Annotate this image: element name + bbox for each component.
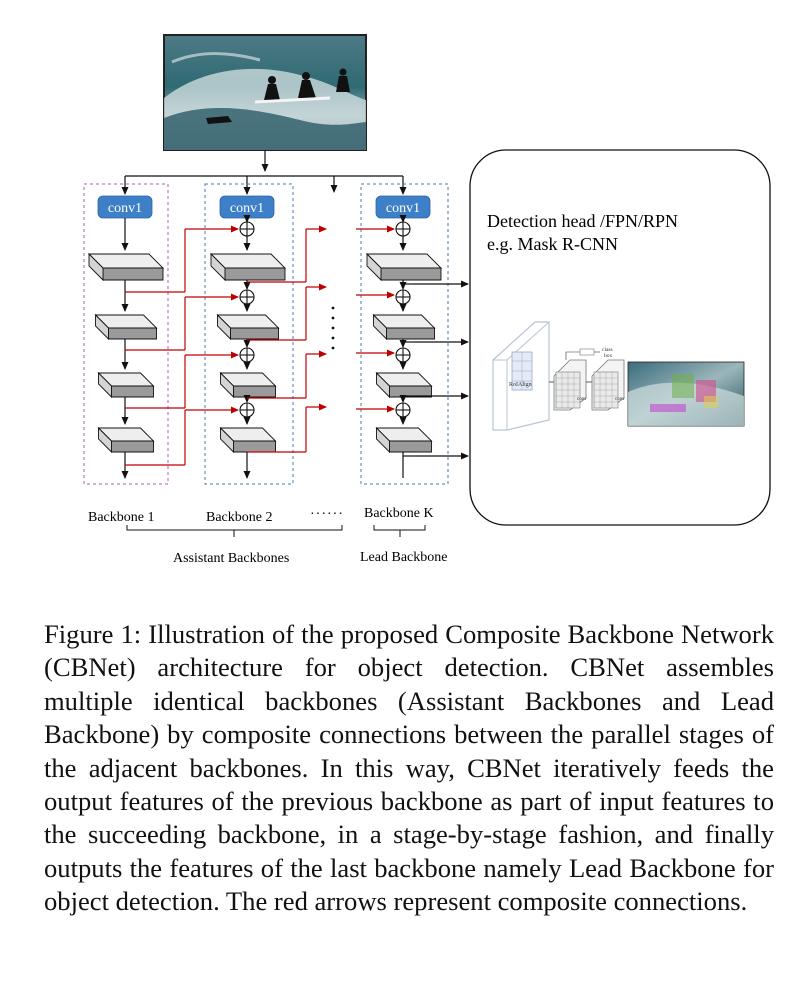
assistant-backbones-bracket — [126, 525, 343, 537]
lead-backbone-label: Lead Backbone — [360, 550, 447, 565]
backbone-1-stage-1 — [87, 252, 165, 282]
backbone-2-sum-3 — [239, 347, 255, 363]
backbone-1-conv1: conv1 — [97, 195, 153, 219]
composite-connection-1-4 — [125, 406, 239, 466]
head-line-1: Detection head /FPN/RPN — [487, 211, 678, 231]
backbone-2-stage-2 — [216, 313, 280, 341]
backbone-1-stage-3 — [97, 371, 155, 399]
backbone-k-sum-3 — [395, 347, 411, 363]
backbone-2-stage-4 — [219, 426, 277, 454]
composite-connection-1-3 — [125, 351, 239, 409]
backbone-k-frame — [360, 183, 449, 485]
backbone-k-conv1: conv1 — [375, 195, 431, 219]
composite-connection-2-2 — [247, 283, 327, 341]
middle-ellipsis-dots — [331, 306, 335, 350]
conv-small-label-2: conv — [615, 397, 625, 402]
backbone-k-stage-1 — [365, 252, 443, 282]
backbone-2-frame — [204, 183, 294, 485]
backbone-2-sum-2 — [239, 289, 255, 305]
backbone-k-stage-3 — [375, 371, 433, 399]
backbone-1-frame — [83, 183, 169, 485]
caption-text: Illustration of the proposed Composite B… — [44, 619, 774, 917]
backbone-2-sum-1 — [239, 221, 255, 237]
roialign-label: RoIAlign — [509, 382, 532, 388]
assistant-backbones-label: Assistant Backbones — [173, 551, 289, 566]
backbone-1-label: Backbone 1 — [88, 510, 154, 525]
detection-head-box — [469, 149, 771, 526]
head-line-2: e.g. Mask R-CNN — [487, 234, 618, 254]
backbone-columns: conv1 conv1 conv1 — [87, 195, 469, 479]
composite-connection-2-1 — [247, 225, 327, 283]
figure-caption: Figure 1: Illustration of the proposed C… — [44, 618, 774, 919]
backbone-2-conv1: conv1 — [219, 195, 275, 219]
conv1-label: conv1 — [386, 201, 420, 216]
composite-connection-2-3 — [247, 350, 327, 399]
class-label: class — [602, 347, 613, 353]
backbone-1-stage-4 — [97, 426, 155, 454]
backbone-k-label: Backbone K — [364, 506, 434, 521]
conv-small-label-1: conv — [577, 397, 587, 402]
backbone-k-sum-1 — [395, 221, 411, 237]
input-distribution-lines — [121, 150, 407, 195]
input-image — [163, 34, 367, 151]
composite-connections — [125, 225, 395, 466]
composite-connection-2-4 — [247, 403, 327, 453]
caption-label: Figure 1: — [44, 619, 142, 649]
backbone-2-label: Backbone 2 — [206, 510, 272, 525]
conv1-label: conv1 — [108, 201, 142, 216]
mask-rcnn-thumbnail: RoIAlign conv conv — [492, 321, 745, 431]
backbone-k-stage-2 — [372, 313, 436, 341]
backbone-k-sum-2 — [395, 289, 411, 305]
backbone-k-stage-4 — [375, 426, 433, 454]
backbone-1-stage-2 — [94, 313, 158, 341]
backbone-k-sum-4 — [395, 402, 411, 418]
backbone-2-stage-3 — [219, 371, 277, 399]
bottom-ellipsis: ······ — [310, 507, 344, 522]
lead-backbone-bracket — [373, 525, 426, 537]
composite-connection-1-1 — [125, 225, 239, 293]
composite-connection-1-2 — [125, 293, 239, 351]
backbone-2-stage-1 — [209, 252, 287, 282]
backbone-2-sum-4 — [239, 402, 255, 418]
box-label: box — [604, 353, 613, 359]
conv1-label: conv1 — [230, 201, 264, 216]
